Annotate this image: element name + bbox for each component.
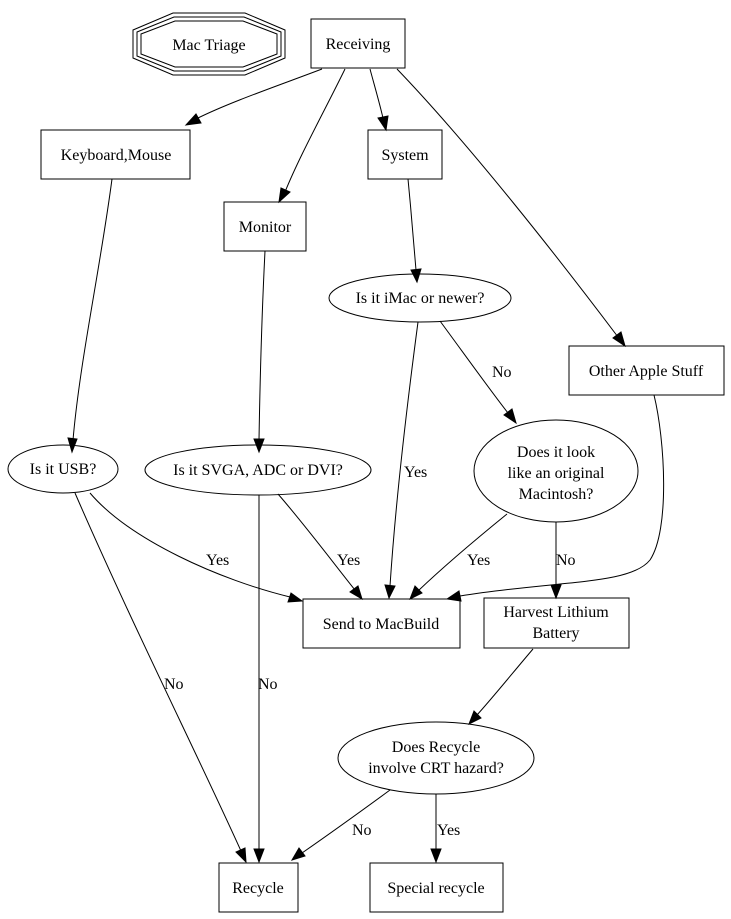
edge-label-usb-yes: Yes: [206, 552, 229, 569]
edge-imac-send: [389, 321, 419, 587]
node-orig-mac-question: Does it look like an original Macintosh?: [473, 419, 639, 523]
node-harvest-battery-line1: Harvest Lithium: [503, 604, 609, 621]
node-crt-question: Does Recycle involve CRT hazard?: [337, 721, 535, 795]
node-svga-question-label: Is it SVGA, ADC or DVI?: [173, 462, 343, 479]
arrowhead: [278, 187, 291, 204]
arrowhead: [290, 847, 306, 861]
node-title-label: Mac Triage: [172, 37, 245, 54]
edge-label-crt-yes: Yes: [437, 822, 460, 839]
node-title: Mac Triage: [132, 12, 286, 76]
edge-other-send: [459, 394, 665, 597]
node-keyboard-mouse-label: Keyboard,Mouse: [61, 147, 172, 164]
node-receiving-label: Receiving: [326, 36, 391, 53]
edge-system-imac: [407, 178, 417, 271]
node-crt-question-line1: Does Recycle: [392, 739, 480, 756]
edge-crt-recycle: [301, 789, 391, 854]
node-usb-question: Is it USB?: [7, 444, 119, 494]
edge-imac-origmac: [439, 320, 509, 414]
edge-label-imac-no: No: [492, 364, 512, 381]
arrowhead: [410, 268, 422, 284]
edge-label-imac-yes: Yes: [404, 464, 427, 481]
node-monitor: Monitor: [223, 201, 307, 252]
edge-origmac-send: [417, 513, 508, 592]
nodes: Mac Triage Receiving Keyboard,Mouse Syst…: [7, 12, 725, 913]
edge-label-svga-no: No: [258, 676, 278, 693]
node-usb-question-label: Is it USB?: [30, 461, 97, 478]
node-system: System: [367, 129, 443, 180]
edge-label-origmac-yes: Yes: [467, 552, 490, 569]
node-send-macbuild-label: Send to MacBuild: [323, 616, 439, 633]
arrowhead: [503, 408, 517, 425]
node-monitor-label: Monitor: [239, 219, 292, 236]
node-harvest-battery: Harvest Lithium Battery: [483, 597, 630, 649]
arrowhead: [384, 584, 396, 600]
node-imac-question: Is it iMac or newer?: [328, 273, 512, 323]
edge-svga-send: [277, 493, 356, 591]
node-system-label: System: [381, 147, 429, 164]
edge-label-origmac-no: No: [556, 552, 576, 569]
edge-receiving-system: [369, 68, 384, 119]
edge-usb-recycle: [74, 492, 242, 852]
arrowhead: [430, 848, 442, 864]
arrowhead: [184, 113, 202, 126]
arrowhead: [235, 847, 247, 864]
edge-keyboard-usb: [72, 178, 113, 441]
arrowhead: [349, 585, 363, 601]
arrowhead: [287, 592, 304, 603]
node-special-recycle-label: Special recycle: [387, 880, 484, 897]
node-special-recycle: Special recycle: [369, 862, 504, 913]
edge-label-usb-no: No: [164, 676, 184, 693]
node-recycle-label: Recycle: [232, 880, 284, 897]
node-orig-mac-question-line2: like an original: [508, 465, 605, 482]
node-imac-question-label: Is it iMac or newer?: [356, 290, 485, 307]
arrowhead: [253, 848, 265, 864]
edge-usb-send: [89, 492, 291, 598]
node-harvest-battery-line2: Battery: [532, 625, 579, 642]
node-other-apple: Other Apple Stuff: [568, 345, 725, 396]
edge-receiving-monitor: [284, 68, 346, 193]
edge-label-svga-yes: Yes: [337, 552, 360, 569]
edge-receiving-other-apple: [396, 68, 619, 338]
node-send-macbuild: Send to MacBuild: [302, 598, 461, 649]
node-receiving: Receiving: [310, 18, 406, 69]
node-orig-mac-question-line3: Macintosh?: [519, 486, 594, 503]
arrowhead: [612, 331, 626, 348]
arrowhead: [377, 115, 389, 132]
arrowhead: [550, 584, 562, 600]
edge-harvest-crt: [476, 648, 534, 716]
arrowhead: [468, 710, 482, 726]
node-svga-question: Is it SVGA, ADC or DVI?: [144, 444, 372, 496]
node-keyboard-mouse: Keyboard,Mouse: [40, 129, 191, 180]
arrowhead: [409, 585, 423, 601]
edge-labels: No Yes Yes No Yes No Yes No No Yes: [164, 364, 576, 839]
edge-monitor-svga: [258, 250, 266, 441]
edge-receiving-keyboard-mouse: [195, 68, 323, 120]
node-recycle: Recycle: [218, 862, 299, 913]
edge-label-crt-no: No: [352, 822, 372, 839]
edges: [67, 68, 665, 864]
node-crt-question-line2: involve CRT hazard?: [368, 760, 504, 777]
node-orig-mac-question-line1: Does it look: [517, 444, 595, 461]
node-other-apple-label: Other Apple Stuff: [589, 363, 704, 380]
